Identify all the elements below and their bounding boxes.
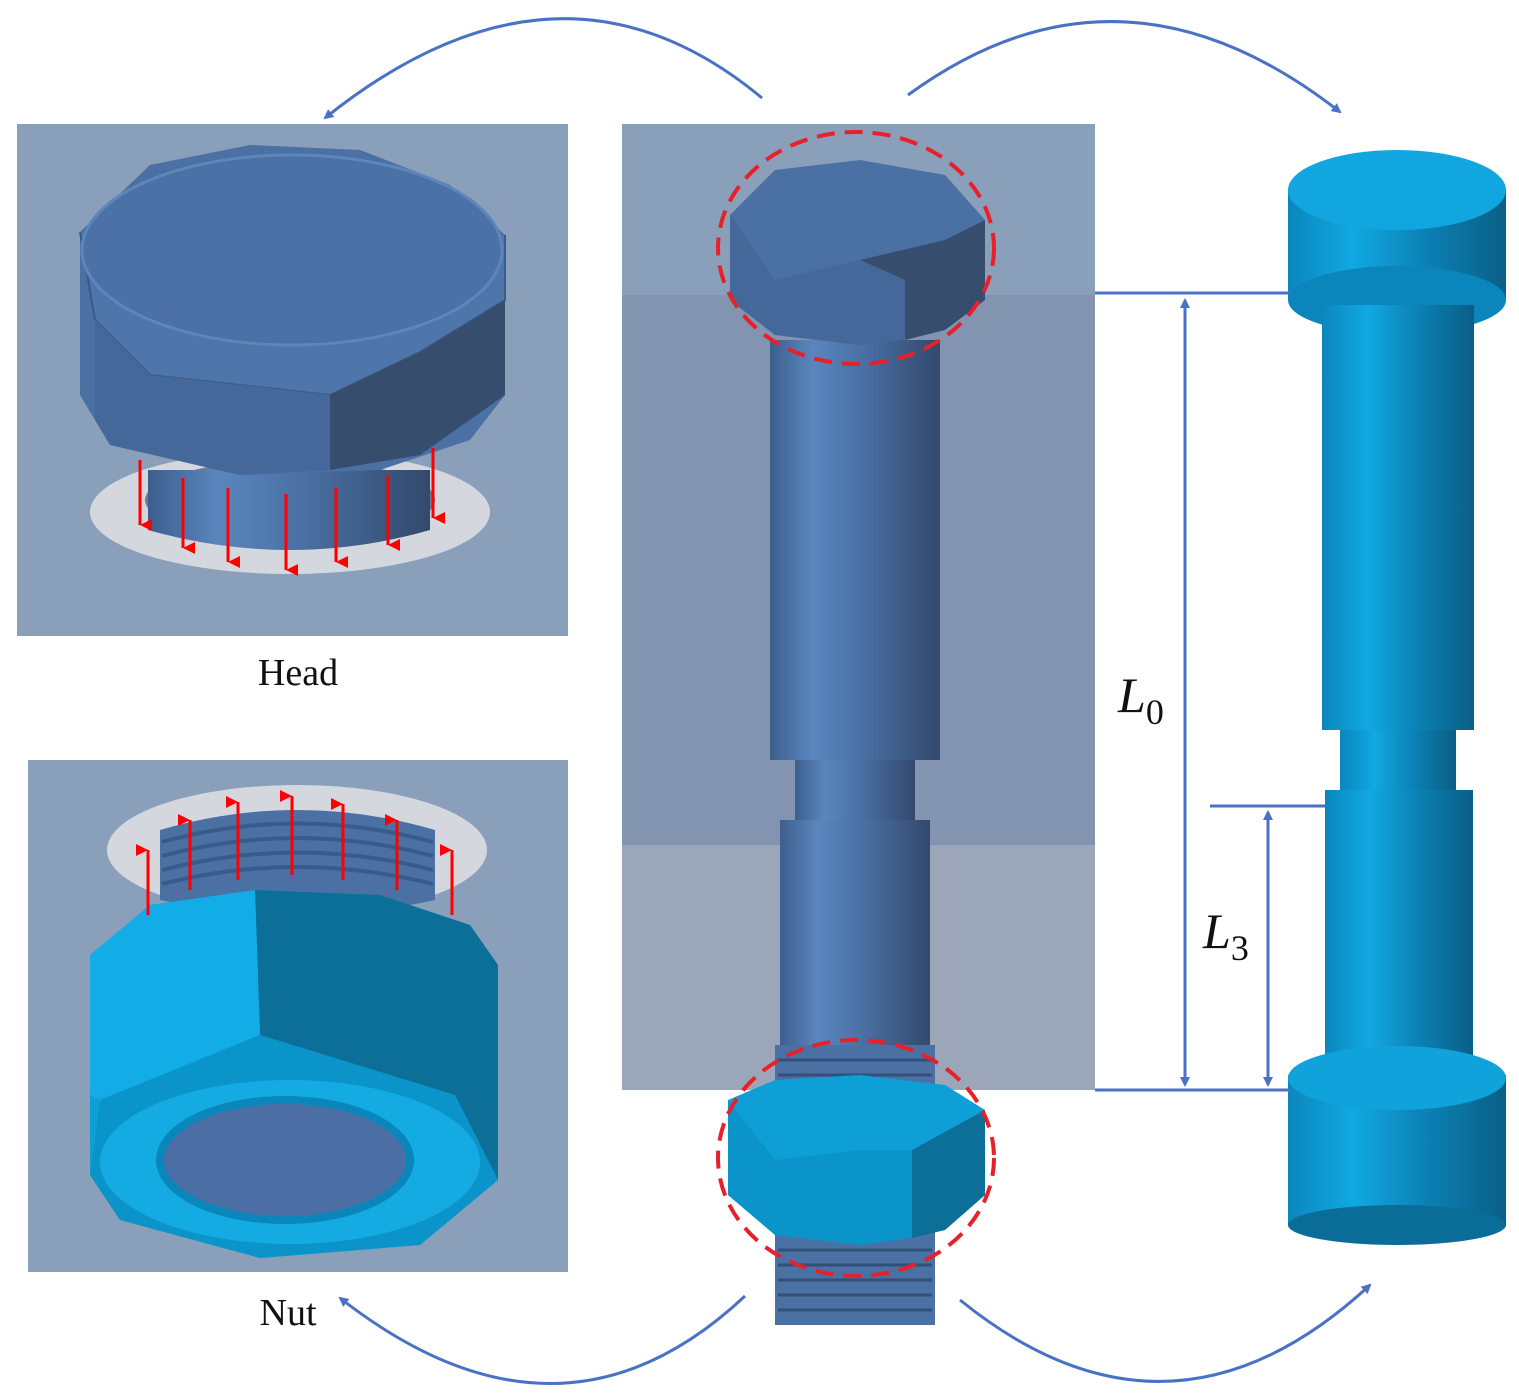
simplified-bolt-model: [1288, 150, 1506, 1245]
head-detail-panel: [17, 124, 568, 636]
arrow-to-head: [323, 17, 763, 120]
nut-bore: [156, 1096, 414, 1224]
head-load-arrows: [138, 448, 445, 576]
nut-detail-panel: [28, 760, 568, 1272]
nut-load-arrows: [136, 790, 454, 915]
head-highlight-circle: [716, 130, 996, 366]
caption-head: Head: [258, 652, 338, 694]
thread-shape: [160, 810, 435, 915]
nut-highlight-circle: [716, 1038, 996, 1278]
connector-arrows: [323, 17, 1372, 1385]
dim-label-l3: L3: [1202, 903, 1249, 968]
arrow-to-nut: [338, 1294, 747, 1385]
dimension-lines: [1095, 291, 1325, 1092]
dim-label-l0: L0: [1117, 667, 1164, 732]
caption-nut: Nut: [260, 1292, 317, 1334]
bolt-assembly: [622, 124, 1095, 1325]
arrow-to-simplified-top: [907, 20, 1342, 114]
arrow-to-simplified-bottom: [959, 1283, 1372, 1383]
